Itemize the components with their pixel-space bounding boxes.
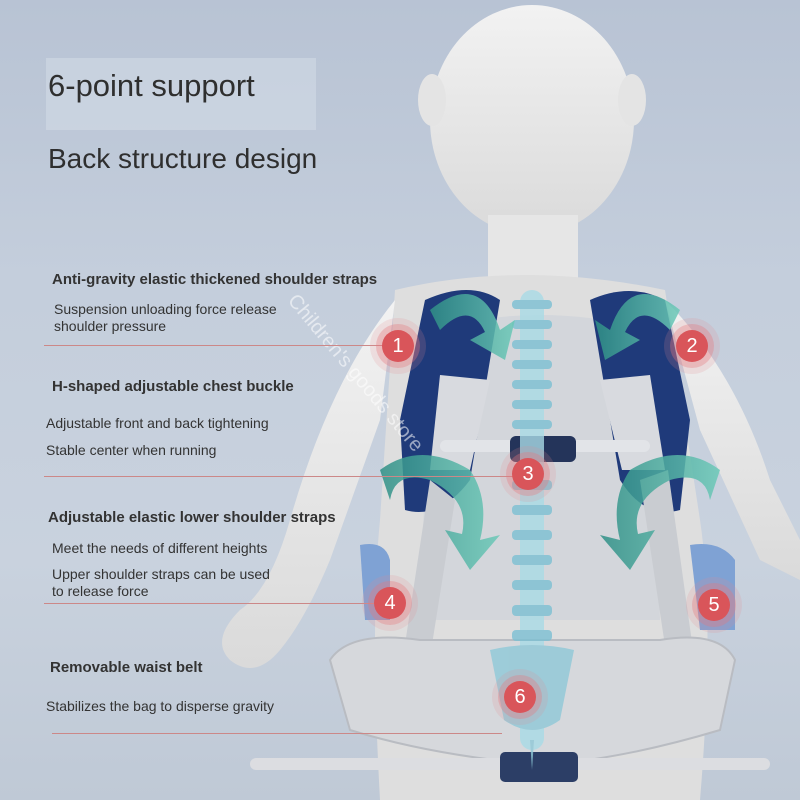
feature-4-leader-line — [44, 603, 374, 604]
feature-4-line-2: Upper shoulder straps can be used — [52, 566, 270, 582]
support-arrows — [380, 294, 720, 570]
badge-2: 2 — [676, 330, 708, 362]
feature-4-line-1: Meet the needs of different heights — [52, 540, 268, 556]
feature-6-line-1: Stabilizes the bag to disperse gravity — [46, 698, 275, 714]
feature-1-line-2: shoulder pressure — [54, 318, 167, 334]
title-band — [46, 58, 316, 130]
feature-4-line-3: to release force — [52, 583, 149, 599]
badge-4: 4 — [374, 587, 406, 619]
badge-6: 6 — [504, 681, 536, 713]
badge-3: 3 — [512, 458, 544, 490]
badge-1: 1 — [382, 330, 414, 362]
feature-3-line-2: Stable center when running — [46, 442, 217, 458]
feature-1-heading: Anti-gravity elastic thickened shoulder … — [52, 271, 378, 288]
feature-4-heading: Adjustable elastic lower shoulder straps — [48, 509, 336, 526]
page-subtitle: Back structure design — [48, 143, 318, 174]
feature-6-leader-line — [52, 733, 502, 734]
waist-buckle — [500, 752, 578, 782]
feature-6-heading: Removable waist belt — [50, 659, 203, 676]
feature-3-line-1: Adjustable front and back tightening — [46, 415, 269, 431]
feature-1-leader-line — [44, 345, 384, 346]
feature-3-heading: H-shaped adjustable chest buckle — [52, 378, 294, 395]
feature-1-line-1: Suspension unloading force release — [54, 301, 277, 317]
page-title: 6-point support — [48, 68, 255, 103]
feature-3-leader-line — [44, 476, 514, 477]
badge-5: 5 — [698, 589, 730, 621]
